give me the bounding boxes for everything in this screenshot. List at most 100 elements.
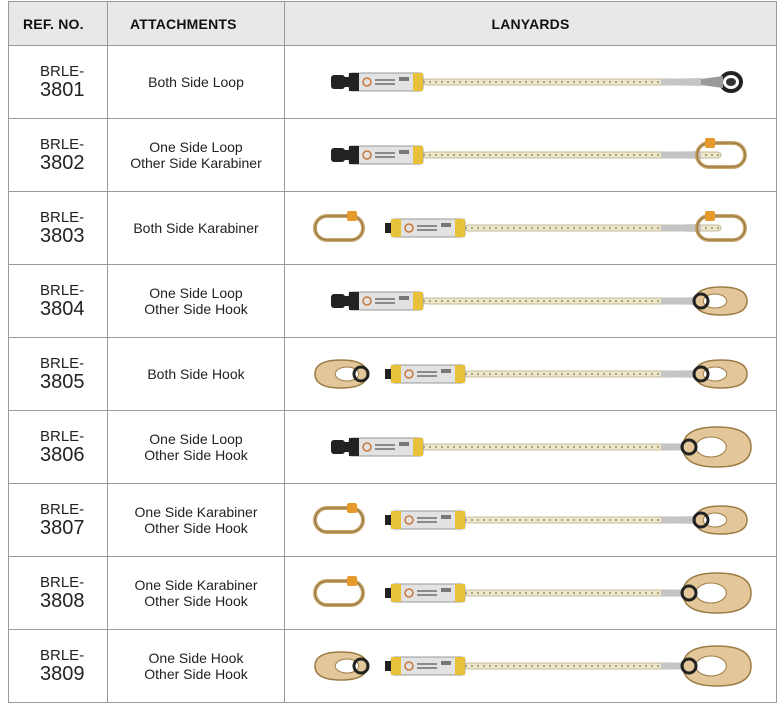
karabiner-icon — [312, 503, 365, 534]
ref-number-cell: BRLE-3808 — [8, 556, 108, 630]
lanyard-image-cell — [284, 556, 777, 630]
loop-end-icon — [330, 294, 345, 308]
ref-number-cell: BRLE-3805 — [8, 337, 108, 411]
ref-number-cell: BRLE-3807 — [8, 483, 108, 557]
ref-number: 3805 — [40, 370, 85, 393]
rope-icon — [464, 370, 721, 378]
attachment-line: Other Side Hook — [144, 520, 248, 536]
rope-icon — [422, 78, 721, 86]
ref-number: 3803 — [40, 224, 85, 247]
ref-number-cell: BRLE-3802 — [8, 118, 108, 192]
snap-hook-icon — [313, 359, 369, 389]
attachments-cell: Both Side Hook — [107, 337, 285, 411]
ref-number-cell: BRLE-3804 — [8, 264, 108, 338]
shock-absorber-icon — [384, 364, 465, 384]
attachment-line: One Side Loop — [149, 285, 243, 301]
lanyard-illustration — [330, 71, 743, 93]
attachment-line: Other Side Hook — [144, 447, 248, 463]
ref-number-cell: BRLE-3809 — [8, 629, 108, 703]
ref-number: 3802 — [40, 151, 85, 174]
header-row: REF. NO. ATTACHMENTS LANYARDS — [8, 1, 777, 46]
attachment-line: Both Side Karabiner — [133, 220, 259, 236]
attachments-cell: Both Side Loop — [107, 45, 285, 119]
attachment-line: One Side Loop — [149, 139, 243, 155]
rope-icon — [464, 516, 721, 524]
snap-hook-icon — [692, 359, 748, 389]
shock-absorber-icon — [384, 583, 465, 603]
loop-end-icon — [330, 148, 345, 162]
ref-prefix: BRLE- — [40, 281, 85, 299]
rope-icon — [464, 224, 721, 232]
attachments-header: ATTACHMENTS — [107, 1, 285, 46]
karabiner-icon — [694, 138, 747, 169]
lanyard-illustration — [312, 211, 747, 242]
lanyard-image-cell — [284, 264, 777, 338]
rope-icon — [422, 151, 721, 159]
lanyard-image-cell — [284, 191, 777, 265]
rope-icon — [422, 443, 721, 451]
lanyard-image-cell — [284, 118, 777, 192]
loop-end-icon — [330, 440, 345, 454]
ref-prefix: BRLE- — [40, 208, 85, 226]
shock-absorber-icon — [342, 72, 423, 92]
lanyard-illustration — [330, 426, 752, 468]
large-snap-hook-icon — [680, 572, 752, 614]
lanyard-illustration — [330, 286, 748, 316]
shock-absorber-icon — [384, 218, 465, 238]
attachment-line: One Side Loop — [149, 431, 243, 447]
ref-prefix: BRLE- — [40, 62, 85, 80]
attachment-line: Other Side Karabiner — [130, 155, 262, 171]
lanyard-image-cell — [284, 410, 777, 484]
lanyard-image-cell — [284, 629, 777, 703]
attachment-line: Other Side Hook — [144, 301, 248, 317]
attachments-cell: Both Side Karabiner — [107, 191, 285, 265]
karabiner-icon — [694, 211, 747, 242]
attachment-line: Other Side Hook — [144, 593, 248, 609]
ref-prefix: BRLE- — [40, 135, 85, 153]
ref-prefix: BRLE- — [40, 427, 85, 445]
lanyard-illustration — [312, 572, 752, 614]
lanyard-illustration — [313, 359, 748, 389]
karabiner-icon — [312, 211, 365, 242]
shock-absorber-icon — [384, 510, 465, 530]
lanyard-image-cell — [284, 483, 777, 557]
loop-end-icon — [330, 75, 345, 89]
loop-end-icon — [700, 71, 743, 93]
ref-number: 3801 — [40, 78, 85, 101]
lanyard-illustration — [313, 645, 752, 687]
lanyard-image-cell — [284, 337, 777, 411]
attachment-line: One Side Karabiner — [134, 504, 258, 520]
ref-number-cell: BRLE-3801 — [8, 45, 108, 119]
large-snap-hook-icon — [680, 426, 752, 468]
ref-prefix: BRLE- — [40, 646, 85, 664]
shock-absorber-icon — [342, 437, 423, 457]
attachment-line: Both Side Loop — [148, 74, 244, 90]
ref-number-cell: BRLE-3803 — [8, 191, 108, 265]
snap-hook-icon — [692, 286, 748, 316]
ref-number: 3804 — [40, 297, 85, 320]
ref-number: 3807 — [40, 516, 85, 539]
ref-prefix: BRLE- — [40, 500, 85, 518]
karabiner-icon — [312, 576, 365, 607]
ref-header: REF. NO. — [8, 1, 108, 46]
shock-absorber-icon — [342, 291, 423, 311]
lanyard-row: BRLE-3803 Both Side Karabiner — [8, 191, 777, 265]
snap-hook-icon — [692, 505, 748, 535]
ref-number: 3806 — [40, 443, 85, 466]
ref-prefix: BRLE- — [40, 354, 85, 372]
ref-number: 3808 — [40, 589, 85, 612]
lanyard-illustration — [312, 503, 748, 535]
